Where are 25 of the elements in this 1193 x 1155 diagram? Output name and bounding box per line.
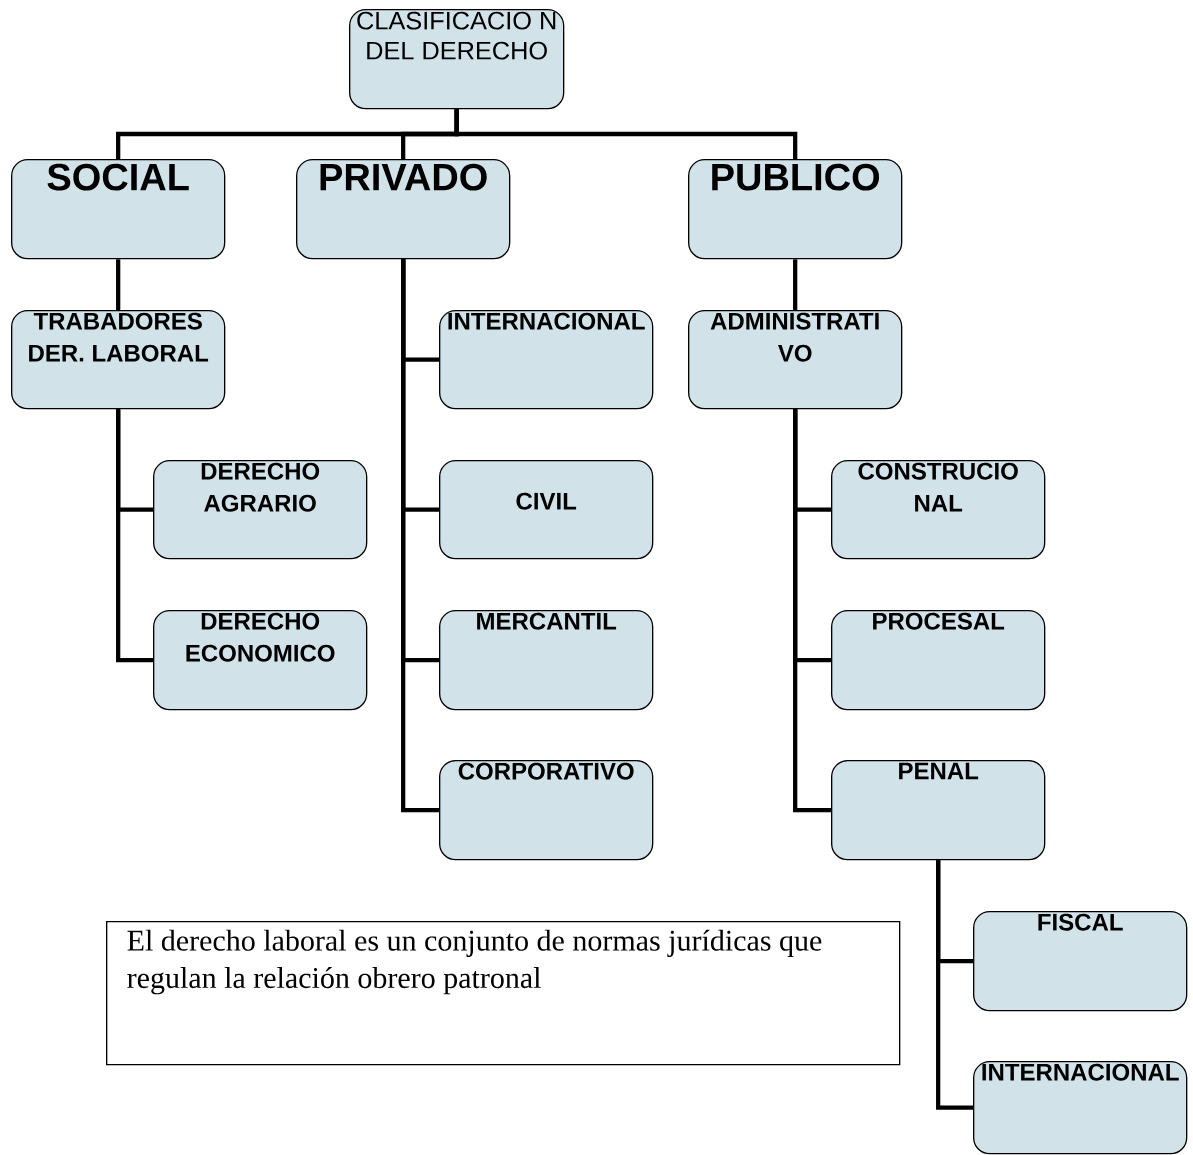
category-box: CLASIFICACIO N DEL DERECHO (349, 9, 565, 110)
category-box: TRABADORES DER. LABORAL (11, 310, 226, 410)
category-box: ADMINISTRATI VO (688, 310, 903, 410)
connector-line (401, 259, 439, 813)
category-box: CONSTRUCIO NAL (831, 460, 1046, 560)
connector-line (936, 860, 973, 1110)
category-box: PRIVADO (296, 159, 511, 260)
connector-line (116, 409, 153, 663)
category-box: CORPORATIVO (439, 760, 654, 861)
category-box: DERECHO ECONOMICO (153, 610, 368, 711)
category-box: INTERNACIONAL (439, 310, 654, 410)
note-box: El derecho laboral es un conjunto de normas jurídicas que regulan la relación obrero patronal (106, 921, 901, 1066)
category-box: PUBLICO (688, 159, 903, 260)
connector-line (454, 109, 798, 159)
category-box: DERECHO AGRARIO (153, 460, 368, 560)
category-box: CIVIL (439, 460, 654, 560)
category-box: MERCANTIL (439, 610, 654, 711)
category-box: SOCIAL (11, 159, 226, 260)
category-box: FISCAL (973, 911, 1188, 1012)
connector-line (116, 259, 121, 310)
category-box: PENAL (831, 760, 1046, 861)
category-box: PROCESAL (831, 610, 1046, 711)
category-box: INTERNACIONAL (973, 1061, 1188, 1155)
connector-line (793, 409, 831, 813)
connector-line (793, 259, 798, 310)
